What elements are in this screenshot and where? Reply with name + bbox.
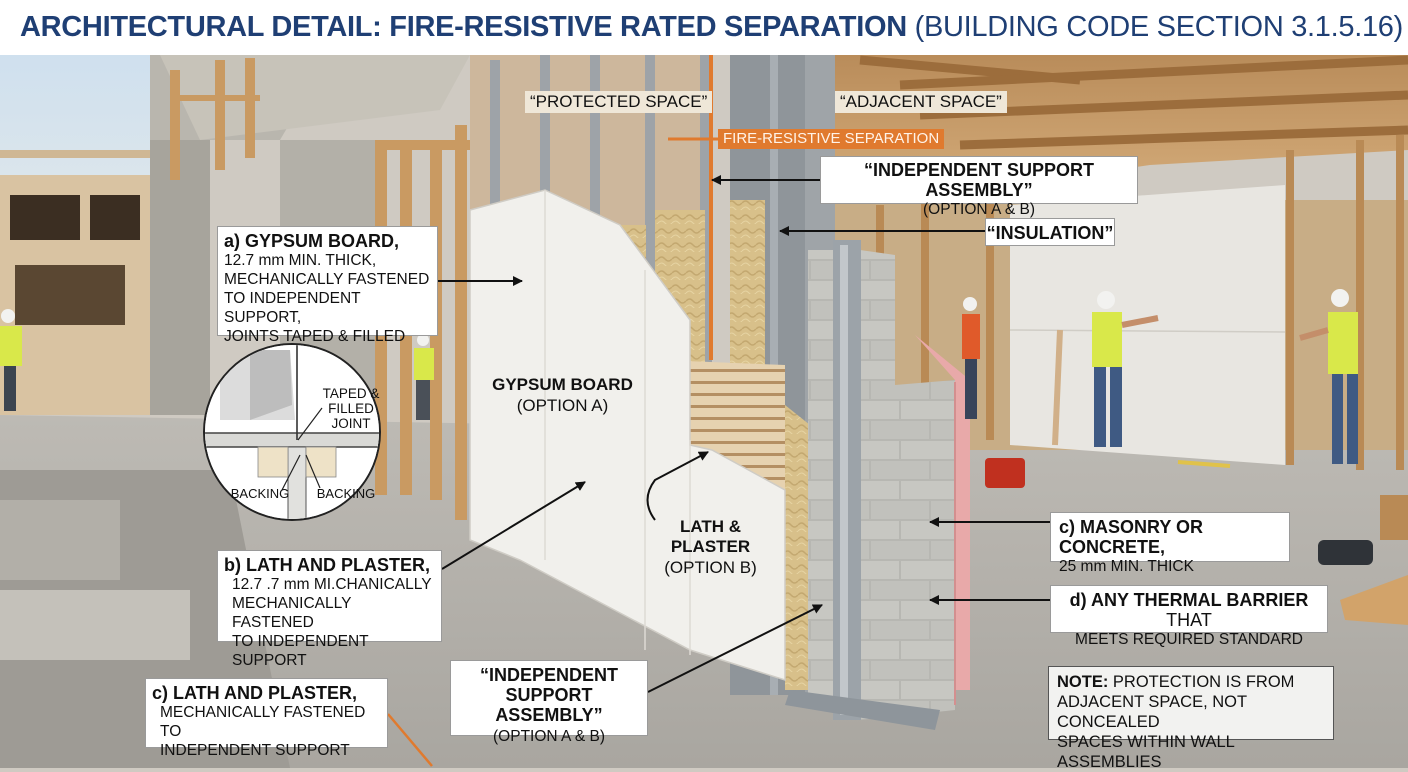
title-main: ARCHITECTURAL DETAIL: FIRE-RESISTIVE RAT… xyxy=(20,11,907,43)
backing-left-label: BACKING xyxy=(230,486,290,501)
protected-space-label: “PROTECTED SPACE” xyxy=(525,91,713,113)
adjacent-space-label: “ADJACENT SPACE” xyxy=(835,91,1007,113)
callout-head: a) GYPSUM BOARD, xyxy=(224,231,400,251)
callout-head: d) ANY THERMAL BARRIER xyxy=(1069,590,1309,610)
wall-label-head: GYPSUM BOARD xyxy=(492,375,633,394)
callout-head: c) MASONRY OR CONCRETE, xyxy=(1059,517,1204,557)
callout-head-2: SUPPORT ASSEMBLY” xyxy=(495,685,603,725)
joint-label-line: TAPED & xyxy=(322,386,380,401)
thermal-barrier-d-callout: d) ANY THERMAL BARRIER THAT MEETS REQUIR… xyxy=(1050,585,1328,648)
joint-label-line: JOINT xyxy=(331,416,371,431)
callout-body: (OPTION A & B) xyxy=(493,728,605,745)
callout-head-rest: THAT xyxy=(1166,610,1212,630)
joint-label-line: FILLED xyxy=(328,401,374,416)
callout-line: 12.7 .7 mm MI.CHANICALLY xyxy=(232,576,432,593)
note-label: NOTE: xyxy=(1057,673,1109,691)
callout-line: MECHANICALLY FASTENED TO xyxy=(160,704,366,740)
backing-right-label: BACKING xyxy=(316,486,376,501)
lath-plaster-c-callout: c) LATH AND PLASTER, MECHANICALLY FASTEN… xyxy=(145,678,388,759)
insulation-callout: “INSULATION” xyxy=(985,218,1115,246)
gypsum-board-option-a-label: GYPSUM BOARD (OPTION A) xyxy=(485,375,640,416)
worker-figures xyxy=(0,289,1358,464)
callout-line: 12.7 mm MIN. THICK, xyxy=(224,252,377,269)
independent-support-top-callout: “INDEPENDENT SUPPORT ASSEMBLY” (OPTION A… xyxy=(820,156,1138,218)
wall-label-head-2: PLASTER xyxy=(670,537,751,556)
joint-detail-circle xyxy=(203,343,381,521)
fire-separation-label: FIRE-RESISTIVE SEPARATION xyxy=(718,129,945,149)
gypsum-board-a-callout: a) GYPSUM BOARD, 12.7 mm MIN. THICK, MEC… xyxy=(217,226,438,345)
callout-body: (OPTION A & B) xyxy=(923,201,1035,218)
note-box: NOTE: PROTECTION IS FROM ADJACENT SPACE,… xyxy=(1048,666,1334,771)
wall-label-body: (OPTION A) xyxy=(516,396,609,415)
title-section: (BUILDING CODE SECTION 3.1.5.16) xyxy=(906,11,1404,43)
callout-line: TO INDEPENDENT SUPPORT, xyxy=(224,290,361,326)
lath-plaster-option-b-label: LATH & PLASTER (OPTION B) xyxy=(658,517,763,578)
callout-head: “INDEPENDENT SUPPORT ASSEMBLY” xyxy=(863,160,1095,200)
title-bar: ARCHITECTURAL DETAIL: FIRE-RESISTIVE RAT… xyxy=(0,0,1408,55)
callout-line: MECHANICALLY FASTENED xyxy=(224,271,430,288)
note-line-1: PROTECTION IS FROM xyxy=(1108,673,1295,691)
independent-support-bottom-callout: “INDEPENDENT SUPPORT ASSEMBLY” (OPTION A… xyxy=(450,660,648,745)
wall-label-head: LATH & xyxy=(679,517,742,536)
callout-body: MEETS REQUIRED STANDARD xyxy=(1075,631,1303,648)
taped-filled-joint-label: TAPED & FILLED JOINT xyxy=(306,386,396,431)
note-line-3: SPACES WITHIN WALL ASSEMBLIES xyxy=(1057,733,1235,771)
lath-plaster-b-callout: b) LATH AND PLASTER, 12.7 .7 mm MI.CHANI… xyxy=(217,550,442,669)
note-line-2: ADJACENT SPACE, NOT CONCEALED xyxy=(1057,693,1247,731)
callout-line: MECHANICALLY FASTENED xyxy=(232,595,352,631)
callout-line: TO INDEPENDENT SUPPORT xyxy=(232,633,369,669)
callout-head: “INDEPENDENT xyxy=(479,665,618,685)
callout-body: 25 mm MIN. THICK xyxy=(1059,558,1194,575)
construction-scene xyxy=(0,55,1408,768)
callout-head: b) LATH AND PLASTER, xyxy=(224,555,430,575)
masonry-concrete-c-callout: c) MASONRY OR CONCRETE, 25 mm MIN. THICK xyxy=(1050,512,1290,575)
callout-line: INDEPENDENT SUPPORT xyxy=(160,742,350,759)
callout-head: “INSULATION” xyxy=(986,223,1114,243)
page-title: ARCHITECTURAL DETAIL: FIRE-RESISTIVE RAT… xyxy=(20,8,1403,46)
callout-head: c) LATH AND PLASTER, xyxy=(152,683,357,703)
callout-line: JOINTS TAPED & FILLED xyxy=(224,328,406,345)
wall-label-body: (OPTION B) xyxy=(664,558,757,577)
